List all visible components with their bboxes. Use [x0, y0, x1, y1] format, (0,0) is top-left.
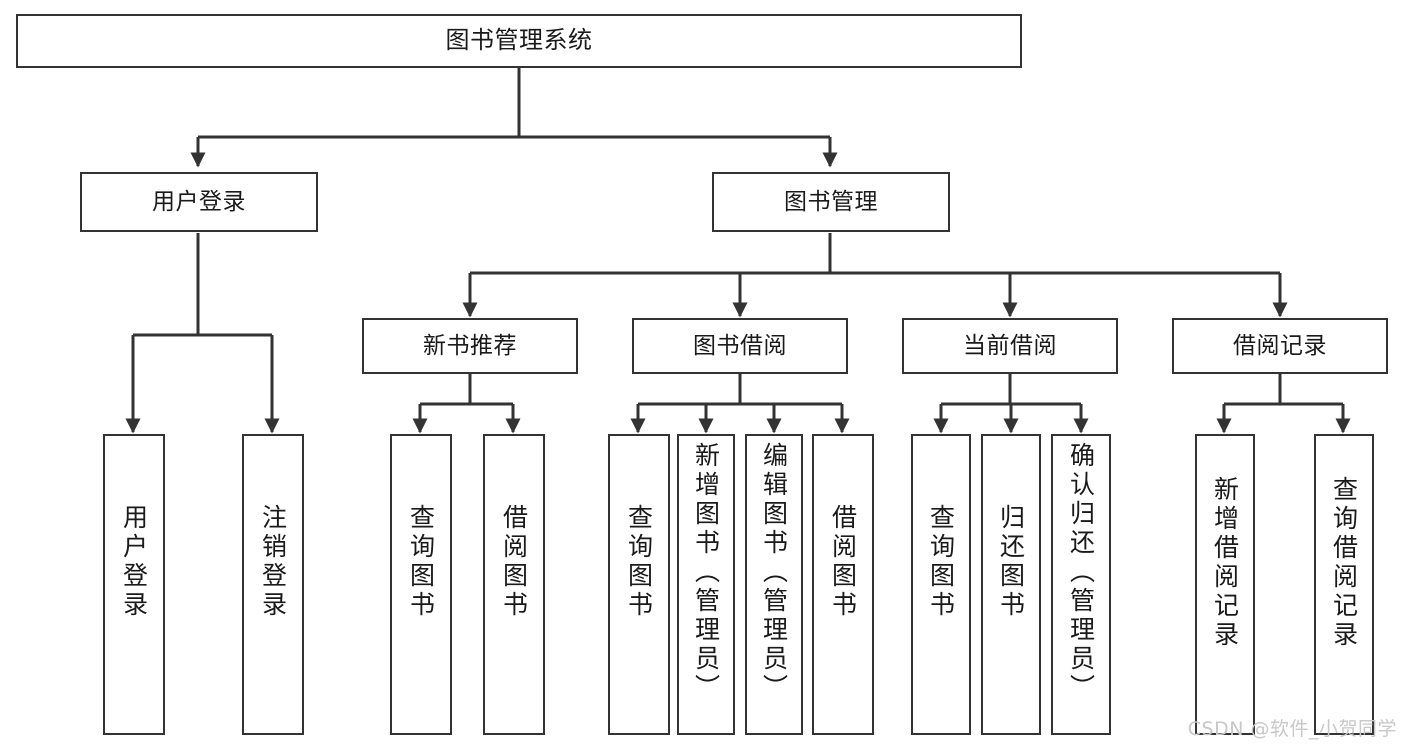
node-leaf-return-book-label: 归还图书 — [996, 504, 1026, 620]
node-leaf-borrow-book-1[interactable]: 借阅图书 — [483, 434, 545, 735]
node-leaf-borrow-book-1-label: 借阅图书 — [499, 504, 529, 620]
node-leaf-add-book[interactable]: 新增图书（管理员） — [677, 434, 735, 735]
node-leaf-user-login[interactable]: 用户登录 — [103, 434, 165, 735]
csdn-watermark: CSDN @软件_小贺同学 — [1187, 718, 1397, 740]
node-leaf-confirm-return-label: 确认归还（管理员） — [1066, 442, 1096, 703]
node-leaf-query-book-1-label: 查询图书 — [406, 504, 436, 620]
node-user-login[interactable]: 用户登录 — [80, 172, 318, 232]
node-leaf-edit-book[interactable]: 编辑图书（管理员） — [745, 434, 803, 735]
node-leaf-borrow-book-2-label: 借阅图书 — [828, 504, 858, 620]
node-book-borrow-label: 图书借阅 — [693, 332, 787, 359]
node-book-manage[interactable]: 图书管理 — [712, 172, 950, 232]
node-root[interactable]: 图书管理系统 — [16, 14, 1022, 68]
node-new-book-recommend[interactable]: 新书推荐 — [362, 318, 578, 374]
node-leaf-query-book-2-label: 查询图书 — [624, 504, 654, 620]
node-leaf-logout-login[interactable]: 注销登录 — [242, 434, 304, 735]
node-borrow-record[interactable]: 借阅记录 — [1172, 318, 1388, 374]
node-leaf-add-borrow-record[interactable]: 新增借阅记录 — [1195, 434, 1255, 735]
node-leaf-borrow-book-2[interactable]: 借阅图书 — [812, 434, 874, 735]
node-leaf-query-book-2[interactable]: 查询图书 — [608, 434, 670, 735]
node-leaf-add-book-label: 新增图书（管理员） — [691, 442, 721, 703]
node-leaf-query-borrow-record[interactable]: 查询借阅记录 — [1314, 434, 1374, 735]
node-new-book-recommend-label: 新书推荐 — [423, 332, 517, 359]
node-current-borrow-label: 当前借阅 — [963, 332, 1057, 359]
node-leaf-logout-login-label: 注销登录 — [258, 504, 288, 620]
node-book-borrow[interactable]: 图书借阅 — [632, 318, 848, 374]
node-leaf-edit-book-label: 编辑图书（管理员） — [759, 442, 789, 703]
node-leaf-user-login-label: 用户登录 — [119, 504, 149, 620]
node-user-login-label: 用户登录 — [152, 188, 246, 215]
node-leaf-query-borrow-record-label: 查询借阅记录 — [1329, 476, 1359, 650]
node-leaf-query-book-1[interactable]: 查询图书 — [390, 434, 452, 735]
node-leaf-query-book-3[interactable]: 查询图书 — [911, 434, 971, 735]
node-leaf-add-borrow-record-label: 新增借阅记录 — [1210, 476, 1240, 650]
node-leaf-query-book-3-label: 查询图书 — [926, 504, 956, 620]
node-book-manage-label: 图书管理 — [784, 188, 878, 215]
node-root-label: 图书管理系统 — [445, 26, 593, 55]
node-leaf-confirm-return[interactable]: 确认归还（管理员） — [1051, 434, 1111, 735]
node-borrow-record-label: 借阅记录 — [1233, 332, 1327, 359]
node-leaf-return-book[interactable]: 归还图书 — [981, 434, 1041, 735]
node-current-borrow[interactable]: 当前借阅 — [902, 318, 1118, 374]
